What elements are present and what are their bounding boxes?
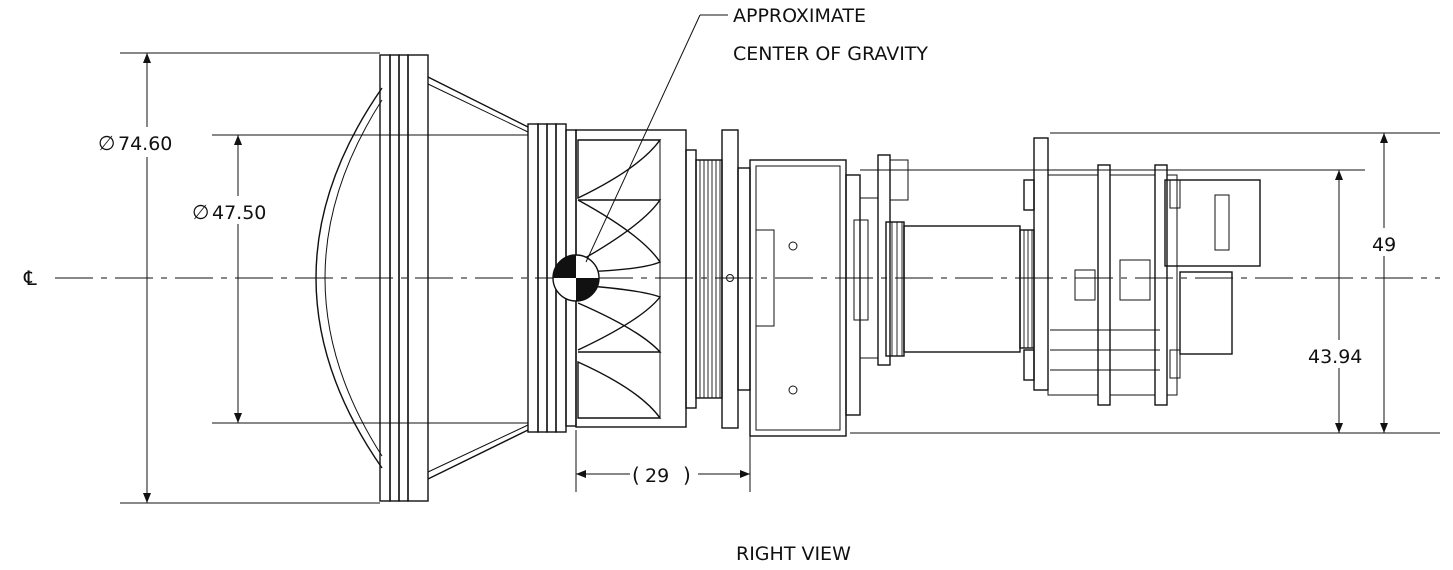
svg-text:): )	[683, 463, 691, 487]
outer-diameter-value: 74.60	[118, 133, 172, 155]
thread-hatch	[699, 160, 721, 398]
svg-text:(: (	[632, 463, 640, 487]
electronics-stack	[1023, 137, 1261, 406]
view-label: RIGHT VIEW	[736, 543, 851, 565]
barrel	[903, 225, 1035, 353]
barrel-hatch	[1023, 230, 1033, 348]
dim-inner-diameter: ∅ 47.50	[186, 134, 528, 424]
cg-symbol	[552, 254, 600, 302]
lens-assembly	[315, 54, 577, 502]
body-height-value: 43.94	[1308, 346, 1362, 368]
svg-text:∅: ∅	[192, 200, 209, 224]
sensor-body	[737, 159, 879, 437]
note-line-1: APPROXIMATE	[733, 5, 866, 27]
centerline-symbol: ℄	[23, 266, 37, 290]
dim-overall-height: 49	[850, 132, 1440, 434]
dim-body-height: 43.94	[860, 169, 1370, 433]
svg-text:∅: ∅	[98, 131, 115, 155]
dim-cg-offset: ( 29 )	[575, 430, 751, 492]
circuit-board-1	[853, 154, 909, 366]
note-line-2: CENTER OF GRAVITY	[733, 43, 928, 65]
dim-outer-diameter: ∅ 74.60	[90, 52, 380, 504]
cg-housing	[575, 129, 739, 429]
inner-diameter-value: 47.50	[212, 202, 266, 224]
overall-height-value: 49	[1372, 234, 1396, 256]
board1-hatch	[891, 222, 903, 356]
cg-leader	[585, 14, 701, 263]
cg-offset-value: 29	[645, 465, 669, 487]
